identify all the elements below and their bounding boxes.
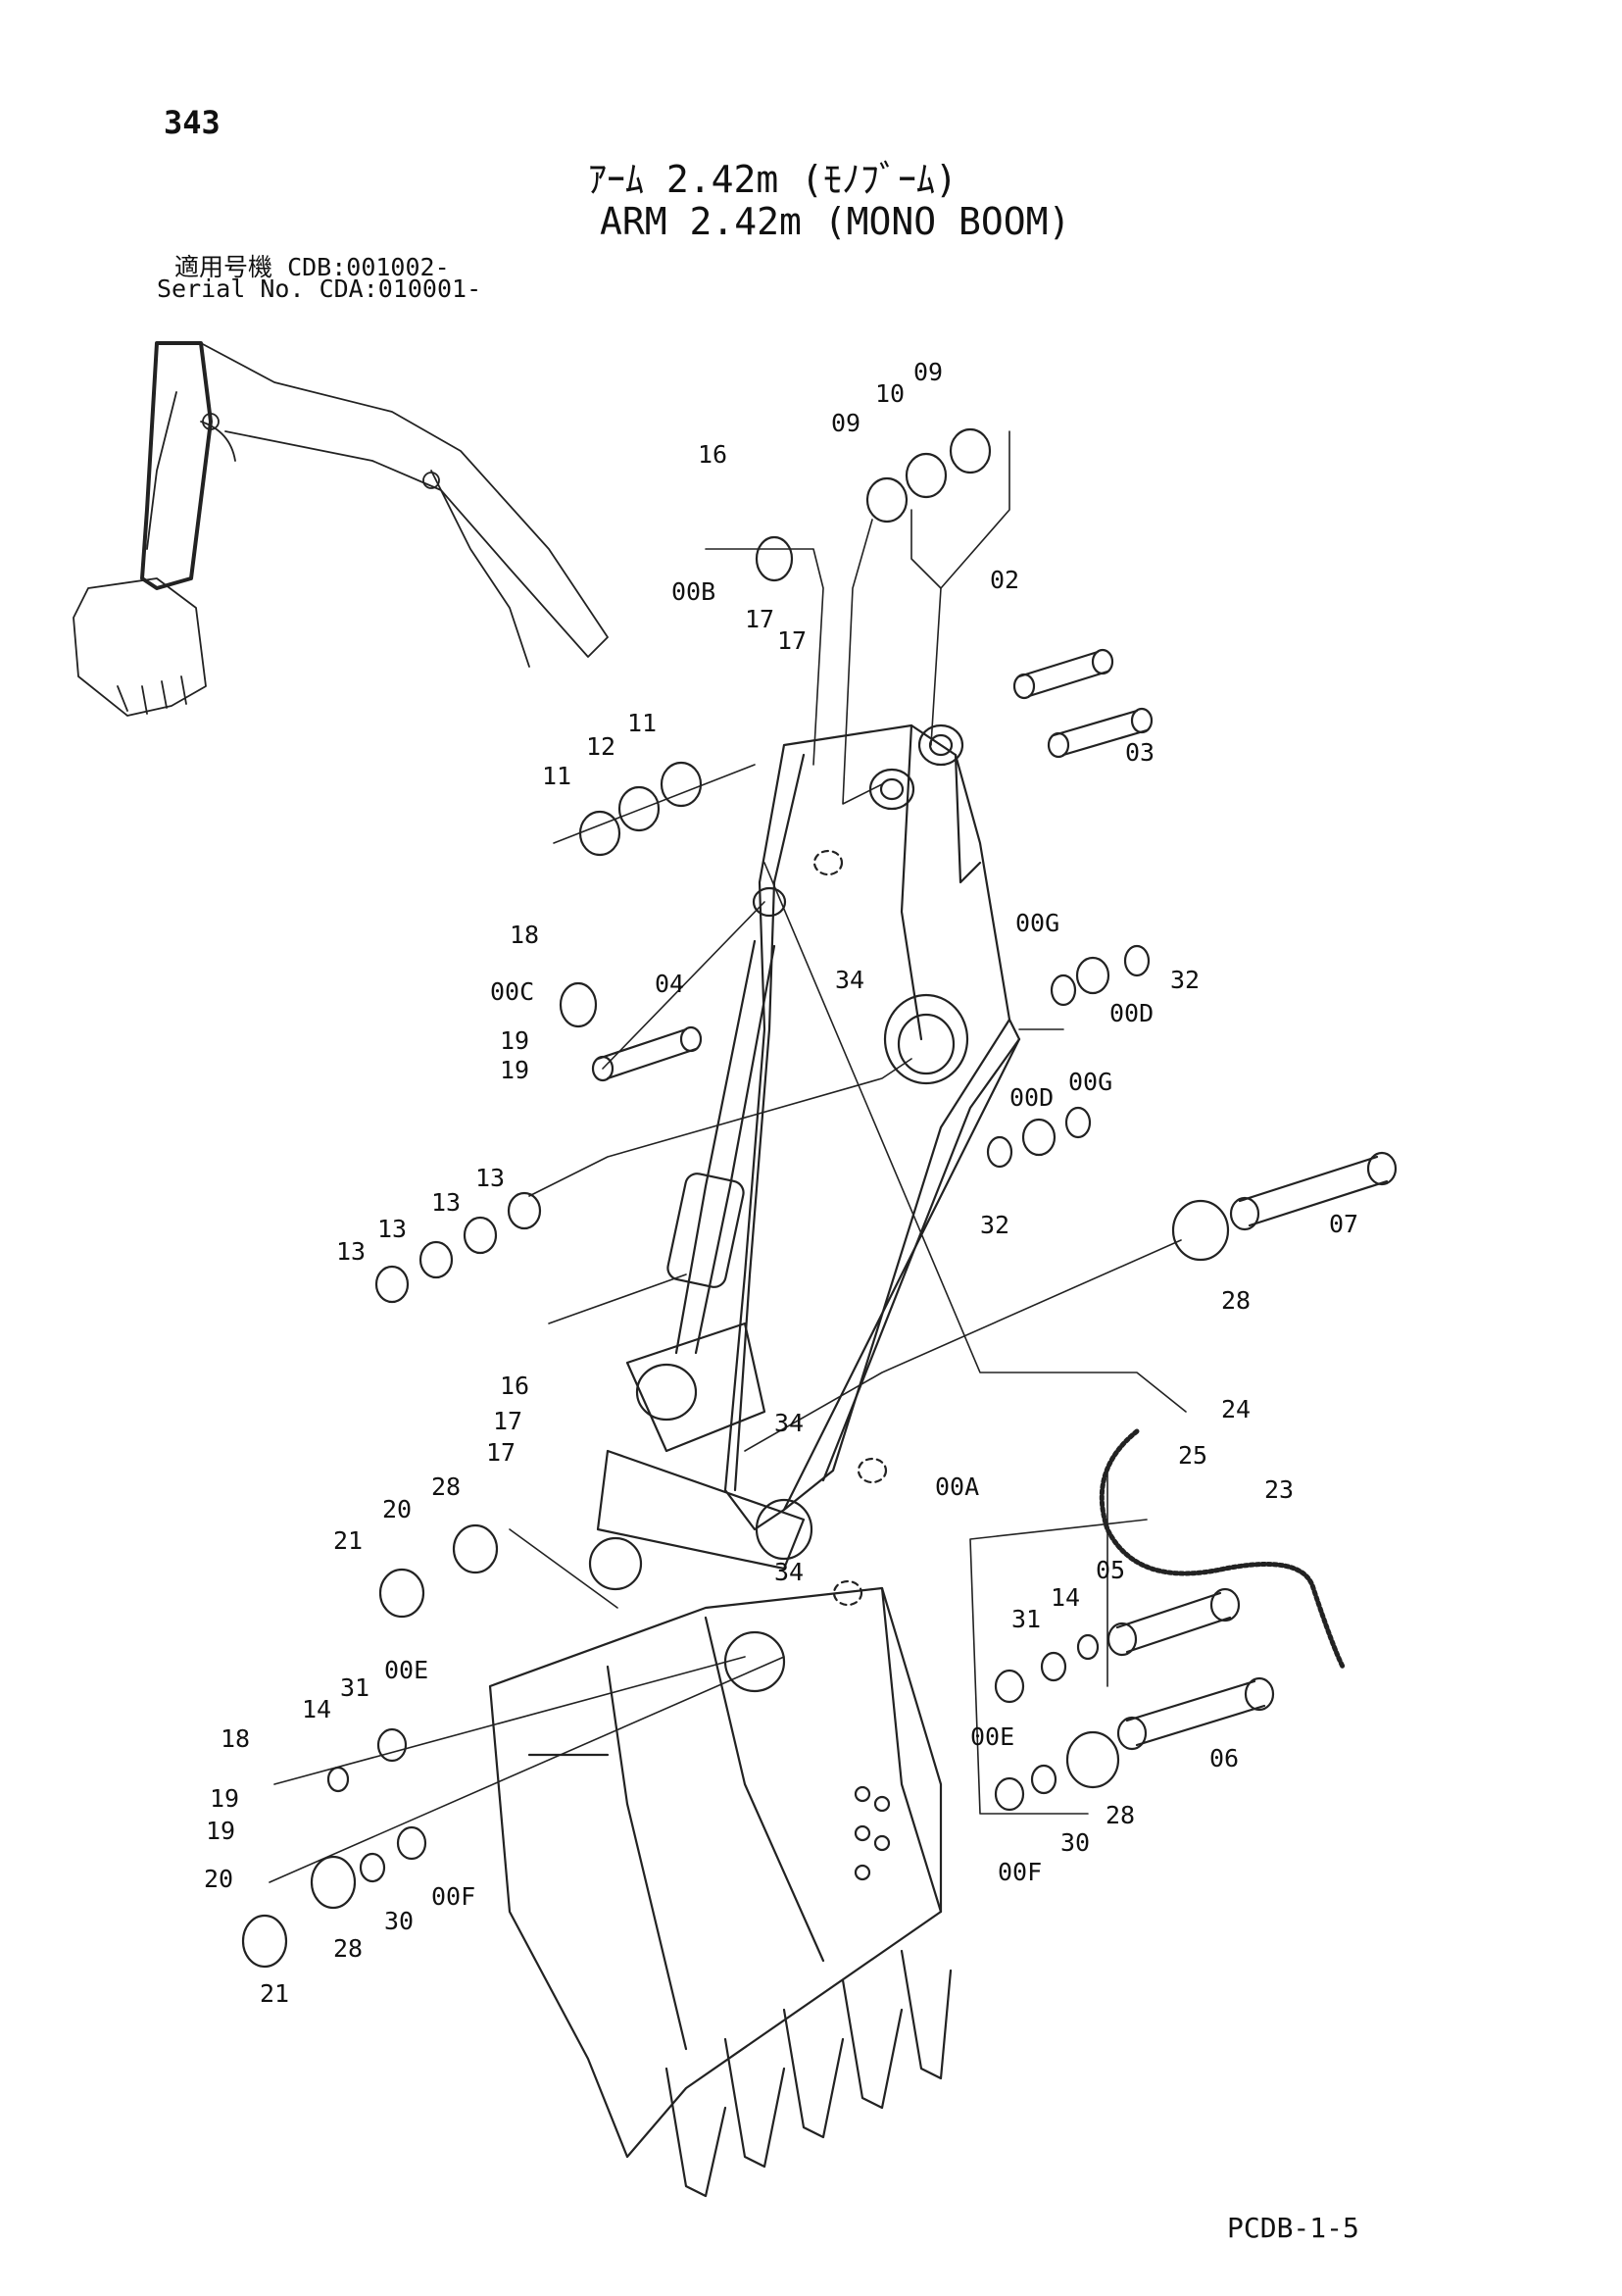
callout-00E: 00E: [970, 1722, 1014, 1751]
callout-00G: 00G: [1015, 909, 1059, 937]
callout-18: 18: [510, 921, 539, 949]
callout-12: 12: [586, 732, 615, 761]
callout-17: 17: [745, 605, 774, 633]
callout-00F: 00F: [998, 1858, 1042, 1886]
callout-18: 18: [221, 1724, 250, 1753]
callout-28: 28: [1106, 1801, 1135, 1829]
pins: [591, 648, 1398, 1751]
callout-34: 34: [835, 966, 864, 994]
page-number: 343: [164, 104, 221, 141]
callout-19: 19: [500, 1056, 529, 1084]
callout-28: 28: [1221, 1286, 1251, 1315]
serial-value-cdb: CDB:001002-: [287, 253, 450, 281]
callout-02: 02: [990, 566, 1019, 594]
callout-03: 03: [1125, 738, 1155, 767]
callout-00G: 00G: [1068, 1068, 1112, 1096]
callout-00E: 00E: [384, 1656, 428, 1684]
serial-line-english: Serial No. CDA:010001-: [157, 275, 481, 303]
document-code: PCDB-1-5: [1227, 2212, 1359, 2244]
leader-lines: [269, 430, 1187, 1883]
bucket: [488, 1586, 953, 2198]
callout-34: 34: [774, 1409, 804, 1437]
callout-28: 28: [431, 1472, 461, 1501]
callout-24: 24: [1221, 1395, 1251, 1423]
callout-20: 20: [204, 1865, 233, 1893]
serial-value-cda: CDA:010001-: [319, 275, 482, 303]
callout-32: 32: [980, 1211, 1009, 1239]
callout-21: 21: [260, 1979, 289, 2008]
excavator-thumbnail: [73, 341, 609, 717]
callout-31: 31: [1011, 1605, 1041, 1633]
callout-11: 11: [542, 762, 571, 790]
callout-25: 25: [1178, 1441, 1207, 1470]
callout-13: 13: [475, 1164, 505, 1192]
callout-19: 19: [206, 1817, 235, 1845]
callout-09: 09: [831, 409, 860, 437]
callout-00C: 00C: [490, 977, 534, 1006]
shims-and-rings: [241, 427, 1230, 1969]
title-japanese: ｱｰﾑ 2.42m (ﾓﾉﾌﾞｰﾑ): [588, 158, 958, 201]
callout-14: 14: [1051, 1583, 1080, 1612]
serial-line-japanese: 適用号機 CDB:001002-: [174, 248, 450, 283]
callout-11: 11: [627, 709, 657, 737]
callout-30: 30: [1060, 1828, 1090, 1857]
callout-14: 14: [302, 1695, 331, 1723]
callout-16: 16: [500, 1372, 529, 1400]
callout-30: 30: [384, 1907, 414, 1935]
callout-05: 05: [1096, 1556, 1125, 1584]
callout-19: 19: [210, 1784, 239, 1813]
callout-10: 10: [875, 379, 905, 408]
callout-16: 16: [698, 440, 727, 469]
title-english: ARM 2.42m (MONO BOOM): [600, 200, 1071, 243]
serial-label-english: Serial No.: [157, 275, 305, 303]
callout-13: 13: [377, 1215, 407, 1243]
callout-20: 20: [382, 1495, 412, 1523]
bucket-cylinder: [588, 939, 813, 1693]
callout-labels: 09 10 09 16 02 00B 17 17 03 11 12 11 18 …: [204, 358, 1358, 2008]
callout-13: 13: [336, 1237, 366, 1266]
callout-04: 04: [655, 970, 684, 998]
callout-31: 31: [340, 1673, 369, 1702]
callout-00D: 00D: [1109, 999, 1154, 1027]
arm-body: [723, 724, 1021, 1607]
callout-32: 32: [1170, 966, 1200, 994]
callout-19: 19: [500, 1026, 529, 1055]
callout-17: 17: [493, 1407, 522, 1435]
callout-34: 34: [774, 1558, 804, 1586]
callout-17: 17: [777, 626, 807, 655]
callout-13: 13: [431, 1188, 461, 1217]
callout-06: 06: [1209, 1744, 1239, 1772]
callout-17: 17: [486, 1438, 516, 1467]
grease-hose: [1099, 1428, 1346, 1670]
callout-00A: 00A: [935, 1472, 979, 1501]
serial-label-japanese: 適用号機: [174, 253, 273, 281]
callout-07: 07: [1329, 1210, 1358, 1238]
callout-21: 21: [333, 1526, 363, 1555]
callout-09: 09: [913, 358, 943, 386]
callout-00D: 00D: [1009, 1083, 1054, 1112]
callout-00F: 00F: [431, 1882, 475, 1911]
callout-00B: 00B: [671, 577, 715, 606]
callout-28: 28: [333, 1934, 363, 1963]
callout-23: 23: [1264, 1475, 1294, 1504]
